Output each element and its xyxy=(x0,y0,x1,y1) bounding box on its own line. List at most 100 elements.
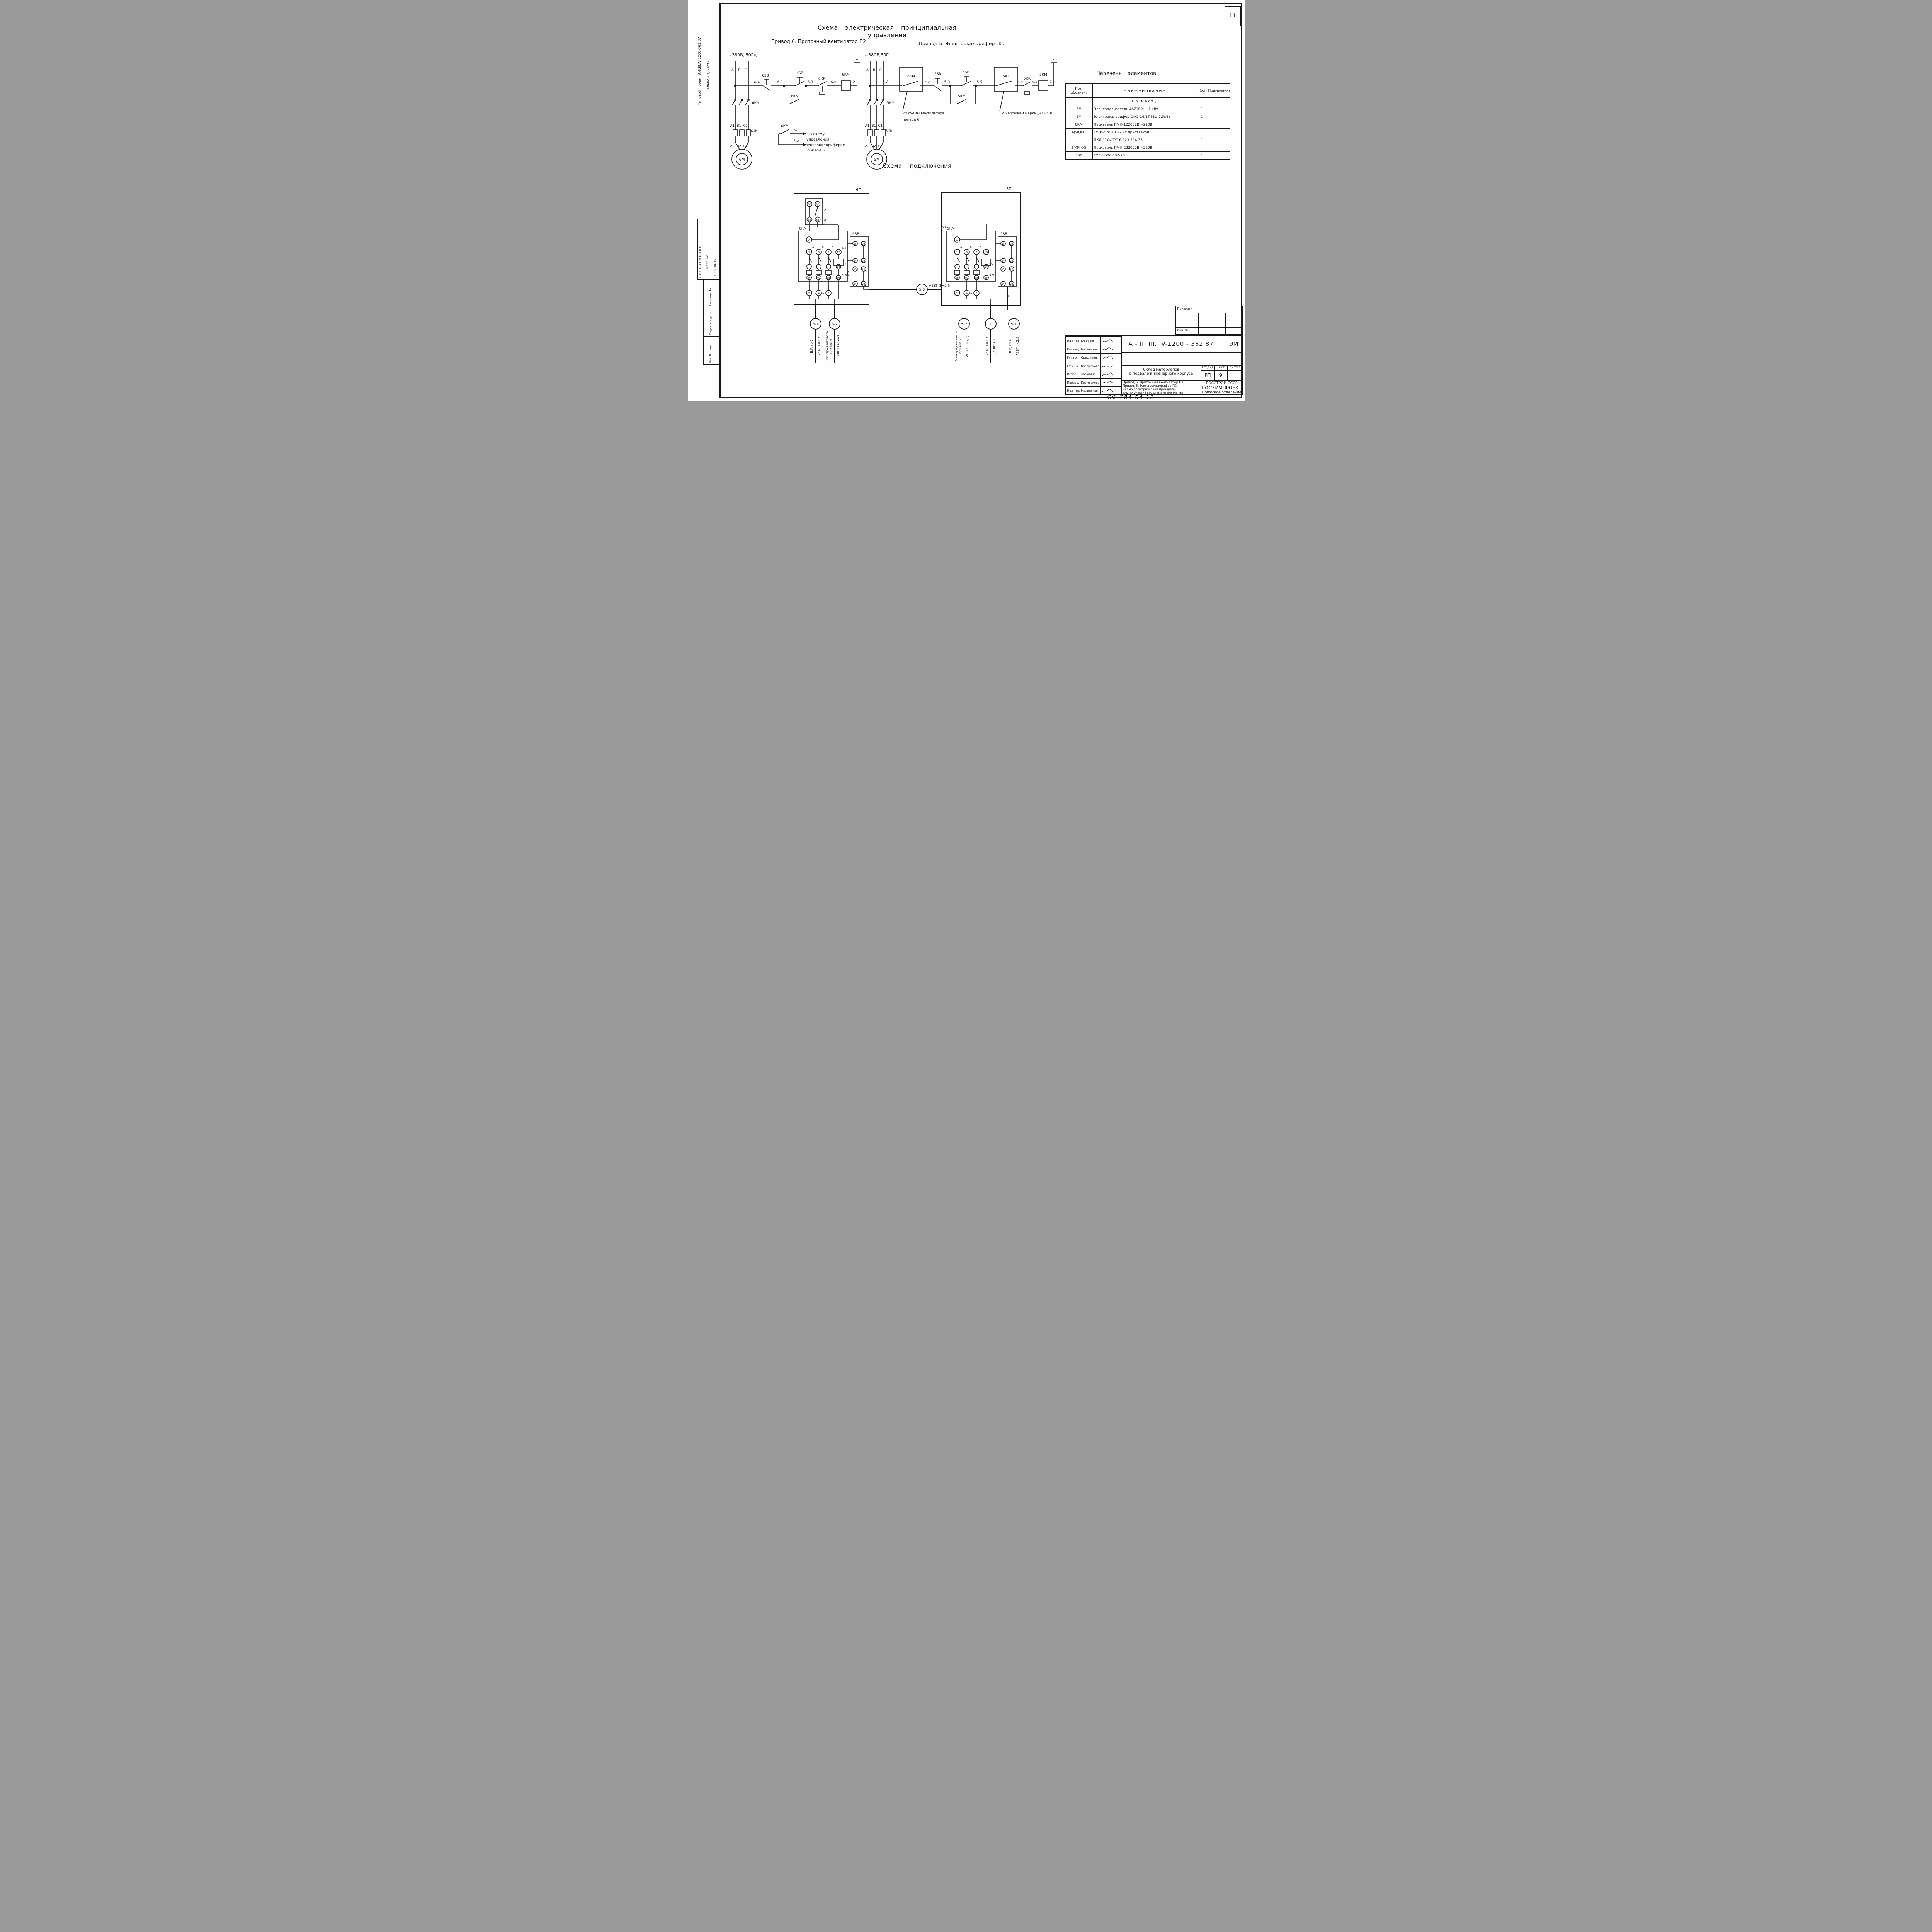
remote-contact-box xyxy=(899,67,923,92)
terminal-num: 14 xyxy=(854,283,857,286)
terminal-num: 96 xyxy=(956,277,959,279)
terminal-num: 24 xyxy=(1010,283,1013,286)
terminal-label: В1 xyxy=(736,124,741,128)
aux-contact-label: 6КМ xyxy=(781,124,789,128)
role-cell: Провер. xyxy=(1066,378,1080,387)
phase-lines xyxy=(735,61,749,100)
sb6-block xyxy=(849,236,869,287)
wire xyxy=(869,136,884,142)
pos-cell: 6(SВ,КК) xyxy=(1065,128,1093,136)
wire xyxy=(959,224,987,240)
cable-id: 6-2 xyxy=(832,322,838,327)
thermal-element xyxy=(880,129,886,136)
terminal-num: 13 xyxy=(837,251,840,254)
object-line1: Склад материалов xyxy=(1143,367,1179,372)
terminal-num: 5 xyxy=(827,251,829,254)
phase-c: С xyxy=(744,68,747,72)
wire xyxy=(808,255,839,264)
field-vzam: Взам. инв. № xyxy=(709,288,712,306)
wire-label: 2 xyxy=(1049,80,1052,84)
terminal-label: А2 xyxy=(813,292,816,295)
description-cell: Привод 6. Приточный вентилятор П2. Приво… xyxy=(1121,380,1201,395)
selfhold-label: 6КМ xyxy=(791,95,799,99)
name-cell: Электрокалорифер СФО-16/3Т-М1; 7,5кВт xyxy=(1092,113,1197,121)
link-label: 5-1 xyxy=(823,206,827,211)
contact-blades xyxy=(956,257,980,263)
object-line2: в подвале инженерного корпуса xyxy=(1129,372,1193,376)
stop-button-contact xyxy=(934,78,941,91)
name-cell: Малинская xyxy=(1080,345,1101,354)
heater-symbol xyxy=(866,149,887,170)
sheet-number-box: 11 xyxy=(1224,6,1241,26)
pos-cell: 5SВ xyxy=(1065,151,1093,160)
terminal-num: 1 xyxy=(808,251,810,254)
contact-fixed xyxy=(882,99,884,102)
block-label: 6КМ xyxy=(799,227,807,231)
role-cell: Ст.инж. xyxy=(1066,361,1080,371)
terminal-num: 24 xyxy=(862,283,865,286)
attached-label: Привязан xyxy=(1177,307,1193,310)
terminal-num: 3 xyxy=(966,251,967,254)
terminal-num: 13 xyxy=(854,268,857,271)
terminal-num: 96 xyxy=(985,277,988,279)
object-cell: Склад материалов в подвале инженерного к… xyxy=(1121,365,1201,381)
terminal-num: 13 xyxy=(1002,268,1005,271)
terminal-num: 13 xyxy=(1002,243,1005,245)
cable xyxy=(1007,287,1014,363)
coil-symbol xyxy=(833,259,844,266)
aux-note: управления xyxy=(806,138,829,142)
wire-label: 6-А xyxy=(754,81,760,85)
cable-dest: привод 6 xyxy=(829,339,833,354)
thermal-terminal xyxy=(954,264,960,269)
wire xyxy=(735,142,749,150)
wire xyxy=(869,105,884,130)
thermal-label: 6КК xyxy=(751,129,757,133)
box-label: 6П xyxy=(856,188,861,192)
note-cell xyxy=(1206,128,1230,136)
thermal-element xyxy=(739,129,745,136)
terminal-label: А1 xyxy=(730,124,734,128)
note-cell xyxy=(1206,136,1230,144)
name-cell: Электродвигатель 4А71В2; 1,1 кВт xyxy=(1092,105,1197,113)
pos-cell: 5М xyxy=(1065,113,1093,121)
contact-fixed xyxy=(869,99,871,102)
grid-line xyxy=(1225,313,1226,334)
drive5-schematic: ~380В,50Гц А В С 5-А 6КМ 5-1 5SВ 5-3 5SВ… xyxy=(865,53,1057,170)
wire-label: 5-А xyxy=(942,226,947,229)
contact-fixed xyxy=(734,99,736,102)
wire-label: 2 xyxy=(952,233,954,237)
terminal-label: С1 xyxy=(743,124,747,128)
link-label: 6-5 xyxy=(842,273,846,277)
phase-a: А xyxy=(866,68,869,72)
wire-label: 6-3 xyxy=(807,80,813,84)
cable-marker xyxy=(810,318,821,330)
wire-label: 5-А xyxy=(883,80,889,84)
organization-cell: ГОССТРОЙ СССР ГОСХИМПРОЕКТ Волжское отде… xyxy=(1200,380,1243,395)
contactor-label: 5КМ xyxy=(887,101,895,105)
terminal-num: 4 xyxy=(966,292,968,295)
connection-title: Схема подключения xyxy=(883,162,952,169)
qty-cell: 1 xyxy=(1197,151,1207,160)
drawing-frame xyxy=(719,3,1242,398)
wire xyxy=(1048,63,1054,86)
wire-label: 5-1 xyxy=(925,81,931,85)
role-cell: Исполн. xyxy=(1066,370,1080,379)
terminal-label: С2 xyxy=(980,292,983,295)
signature xyxy=(1102,372,1113,376)
org-line2: ГОСХИМПРОЕКТ xyxy=(1202,385,1242,391)
phase-lines xyxy=(869,61,884,100)
wire xyxy=(956,269,986,275)
terminal-num: 13 xyxy=(984,251,988,254)
terminal-num: 3 xyxy=(818,251,819,254)
qty-cell: 1 xyxy=(1197,113,1207,121)
box-label: 5П xyxy=(1006,187,1012,191)
signature xyxy=(1102,381,1113,384)
note-cell xyxy=(1206,113,1230,121)
leader-line xyxy=(999,91,1004,112)
cable-dest: Электродвигатель xyxy=(825,331,829,361)
pos-cell xyxy=(1065,136,1093,144)
divider xyxy=(703,336,720,337)
terminal-num: 54 xyxy=(808,218,811,221)
cable-dest: ШР, гр 5 xyxy=(810,339,813,353)
terminal-num: 64 xyxy=(816,218,819,221)
